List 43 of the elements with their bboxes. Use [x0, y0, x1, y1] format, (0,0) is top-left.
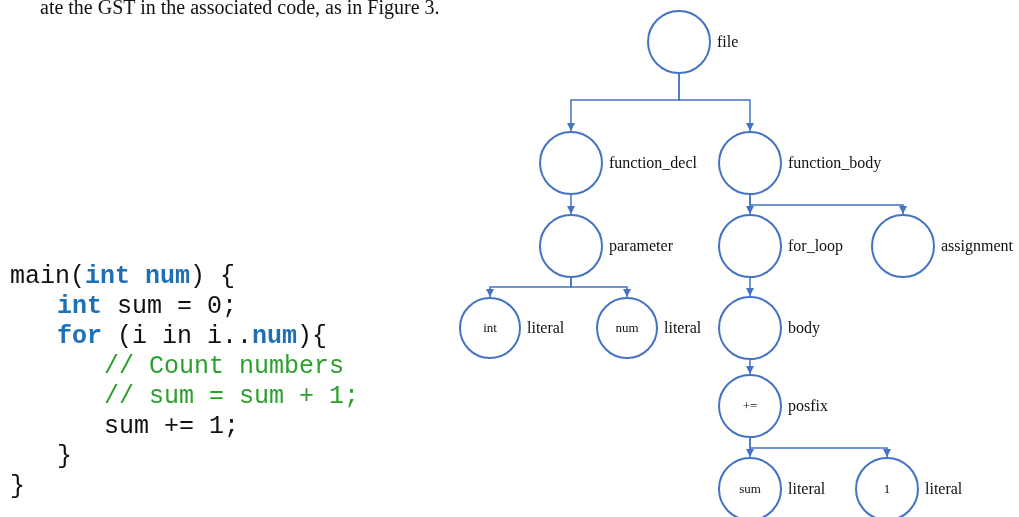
code-line: } [10, 472, 25, 502]
node-type-label: literal [788, 480, 826, 498]
node-type-label: literal [925, 480, 963, 498]
code-line: sum += 1; [104, 412, 240, 442]
tree-connector-arrow [678, 73, 754, 132]
node-type-label: function_decl [609, 154, 697, 172]
tree-connector-arrow [749, 437, 891, 458]
tree-connector-arrow [746, 359, 754, 375]
tree-connector-arrow [749, 194, 907, 215]
node-value: 1 [883, 481, 891, 497]
tree-connector-arrow [567, 194, 575, 215]
code-line: for (i in i..num){ [57, 322, 328, 352]
node-value: += [742, 398, 758, 414]
node-type-label: body [788, 319, 820, 337]
tree-node-circle [718, 131, 782, 195]
node-value: num [615, 320, 639, 336]
code-line: main(int num) { [10, 262, 236, 292]
tree-node-circle [718, 214, 782, 278]
code-line: int sum = 0; [57, 292, 238, 322]
node-type-label: literal [664, 319, 702, 337]
node-value: int [483, 320, 497, 336]
tree-node-circle [855, 457, 919, 517]
tree-node-circle [647, 10, 711, 74]
tree-node-circle [539, 131, 603, 195]
code-comment: // sum = sum + 1; [104, 382, 360, 412]
cropped-sentence: ate the GST in the associated code, as in Figure 3. [40, 0, 440, 18]
tree-connector-arrow [746, 277, 754, 297]
tree-node-circle [718, 457, 782, 517]
tree-node-circle [718, 374, 782, 438]
tree-connector-arrow [570, 277, 631, 298]
node-type-label: file [717, 33, 739, 51]
tree-node-circle [871, 214, 935, 278]
node-value: sum [739, 481, 761, 497]
tree-node-circle [718, 296, 782, 360]
node-type-label: for_loop [788, 237, 844, 255]
node-type-label: literal [527, 319, 565, 337]
node-type-label: assignment [941, 237, 1013, 255]
node-type-label: function_body [788, 154, 882, 172]
node-type-label: parameter [609, 237, 673, 255]
code-comment: // Count numbers [104, 352, 345, 382]
code-line: } [57, 442, 72, 472]
tree-node-circle [539, 214, 603, 278]
node-type-label: posfix [788, 397, 828, 415]
